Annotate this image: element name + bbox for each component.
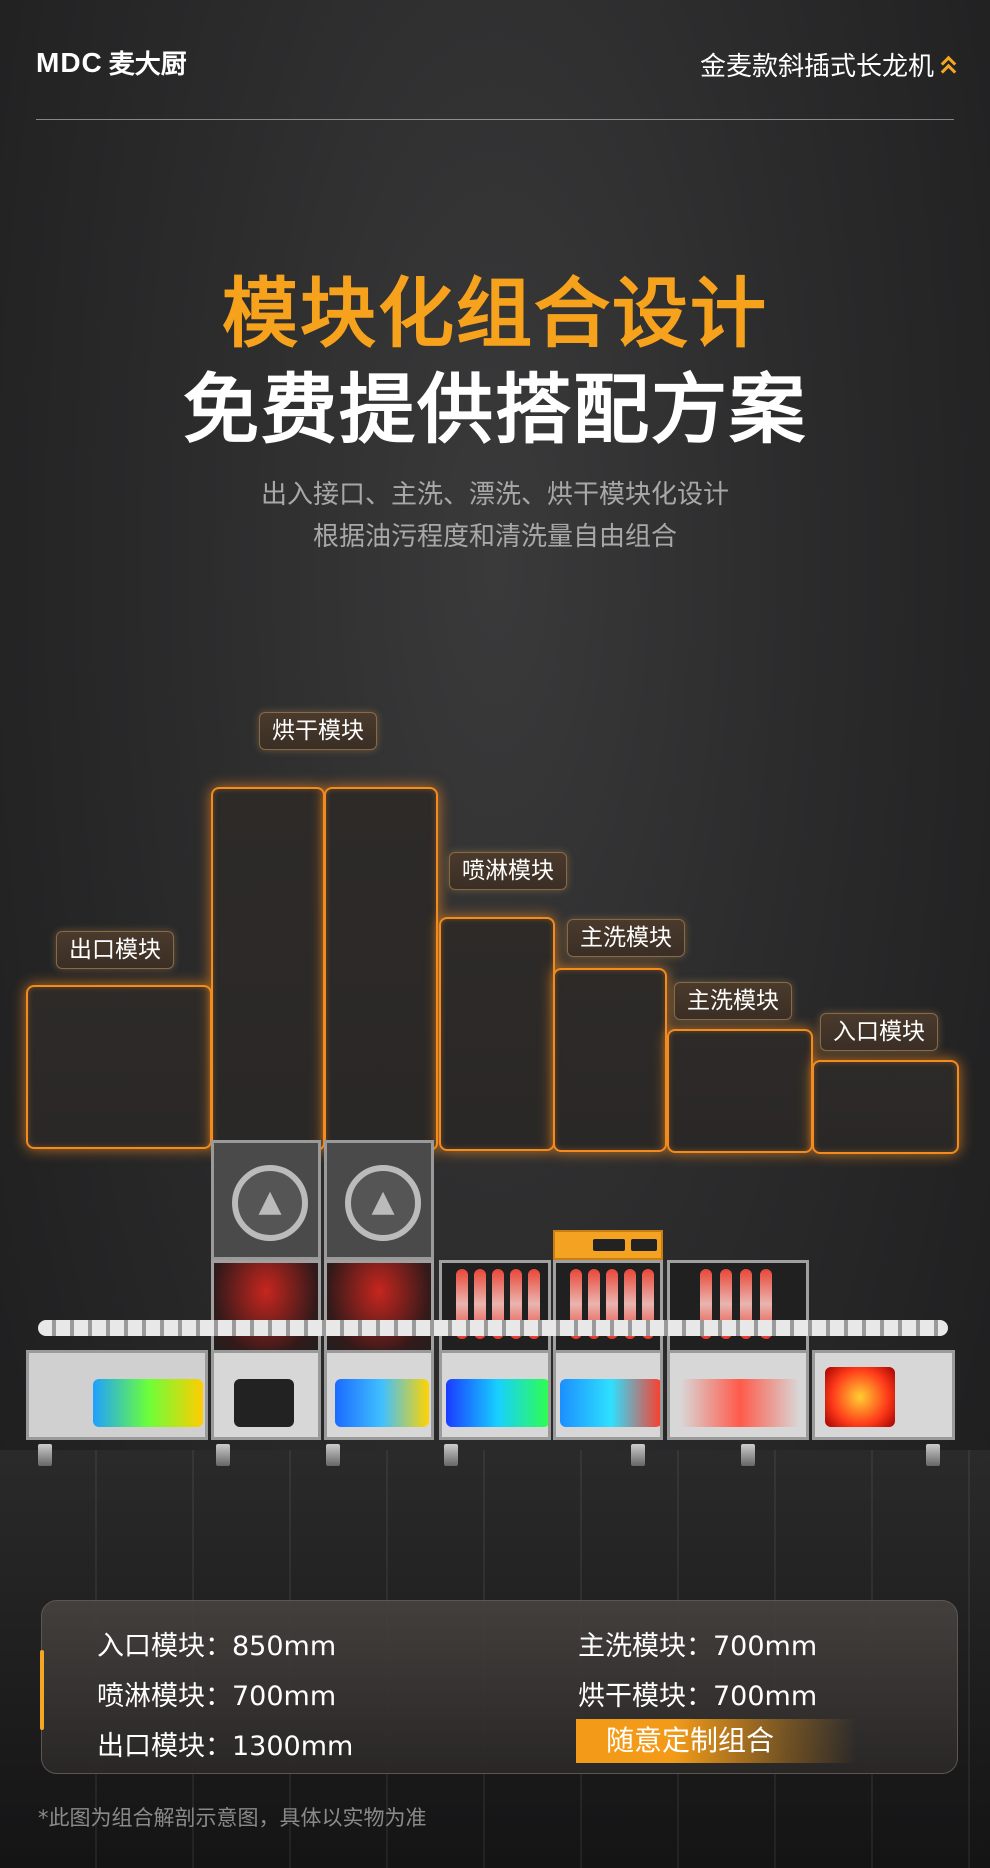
dish-rack-rail	[38, 1320, 948, 1336]
chamber-dry-2	[324, 1260, 434, 1360]
lower-main-wash-2	[667, 1350, 809, 1440]
custom-combination-badge: 随意定制组合	[576, 1719, 856, 1763]
machine-leg	[631, 1444, 645, 1466]
chamber-dry-1	[211, 1260, 321, 1360]
spec-outlet: 出口模块：1300mm	[97, 1731, 354, 1762]
module-tag-spray: 喷淋模块	[449, 852, 567, 890]
machine-leg	[444, 1444, 458, 1466]
machine-leg	[326, 1444, 340, 1466]
lower-spray	[439, 1350, 551, 1440]
spec-main-wash: 主洗模块：700mm	[578, 1631, 818, 1662]
product-name: 金麦款斜插式长龙机	[700, 46, 956, 83]
headline-primary: 模块化组合设计	[222, 269, 768, 358]
dryer-fan-housing-1	[211, 1140, 321, 1260]
header-divider	[36, 119, 954, 120]
machine-leg	[216, 1444, 230, 1466]
subtitle-line-1: 出入接口、主洗、漂洗、烘干模块化设计	[260, 480, 729, 510]
lower-main-wash-1	[553, 1350, 663, 1440]
lower-outlet	[26, 1350, 208, 1440]
chamber-spray	[439, 1260, 551, 1360]
module-tag-main-wash-1: 主洗模块	[567, 919, 685, 957]
column-spray	[439, 917, 555, 1151]
product-name-text: 金麦款斜插式长龙机	[699, 52, 934, 82]
panel-display	[631, 1239, 657, 1251]
module-tag-outlet: 出口模块	[56, 931, 174, 969]
chamber-main-wash-2	[667, 1260, 809, 1360]
spec-spray: 喷淋模块：700mm	[97, 1681, 337, 1712]
column-outlet	[26, 985, 212, 1149]
column-dry-2	[324, 787, 438, 1151]
brand-name: 麦大厨	[108, 50, 187, 80]
subtitle-line-2: 根据油污程度和清洗量自由组合	[312, 522, 677, 552]
module-tag-inlet: 入口模块	[820, 1013, 938, 1051]
machine-leg	[926, 1444, 940, 1466]
lower-dry-1	[211, 1350, 321, 1440]
dishwasher-cutaway	[26, 1140, 956, 1466]
fan-icon	[232, 1165, 308, 1241]
column-dry-1	[211, 787, 325, 1151]
lower-inlet	[812, 1350, 955, 1440]
control-panel	[553, 1230, 663, 1260]
brand-mark: MDC	[36, 46, 103, 78]
module-tag-main-wash-2: 主洗模块	[674, 982, 792, 1020]
spec-dry: 烘干模块：700mm	[578, 1681, 818, 1712]
spec-accent-bar	[40, 1650, 44, 1730]
panel-display	[593, 1239, 625, 1251]
brand-logo: MDC 麦大厨	[36, 44, 187, 81]
column-inlet	[812, 1060, 959, 1154]
chevron-up-icon	[942, 57, 956, 73]
machine-leg	[38, 1444, 52, 1466]
column-main-wash-2	[667, 1029, 813, 1153]
headline-secondary: 免费提供搭配方案	[183, 365, 807, 454]
fan-icon	[345, 1165, 421, 1241]
dryer-fan-housing-2	[324, 1140, 434, 1260]
column-main-wash-1	[553, 968, 667, 1152]
spec-inlet: 入口模块：850mm	[97, 1631, 337, 1662]
lower-dry-2	[324, 1350, 434, 1440]
chamber-main-wash-1	[553, 1260, 663, 1360]
module-tag-dry: 烘干模块	[259, 712, 377, 750]
disclaimer: *此图为组合解剖示意图，具体以实物为准	[38, 1806, 427, 1830]
machine-leg	[741, 1444, 755, 1466]
